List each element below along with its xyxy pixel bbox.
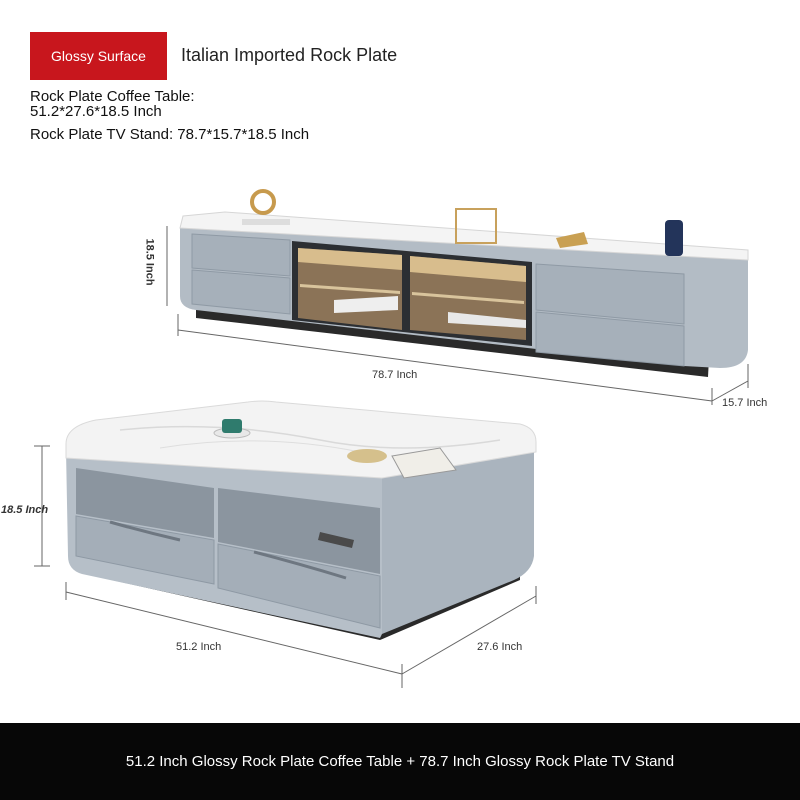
footer-banner: 51.2 Inch Glossy Rock Plate Coffee Table… [0,723,800,800]
coffee-table-image [34,400,537,688]
coffee-table-height-label: 18.5 Inch [1,504,49,516]
footer-text: 51.2 Inch Glossy Rock Plate Coffee Table… [125,753,675,770]
coffee-table-spec-label: Rock Plate Coffee Table: [30,88,195,105]
glossy-surface-badge: Glossy Surface [30,32,167,80]
tv-stand-width-label: 78.7 Inch [372,369,418,381]
tv-stand-spec: Rock Plate TV Stand: 78.7*15.7*18.5 Inch [30,126,310,143]
tv-stand-depth-label: 15.7 Inch [722,397,768,409]
tv-stand-height-label: 18.5 Inch [143,238,156,286]
subtitle: Italian Imported Rock Plate [181,45,398,65]
coffee-table-width-label: 51.2 Inch [176,641,222,653]
coffee-table-depth-label: 27.6 Inch [477,641,523,653]
tv-stand-image [166,189,749,405]
coffee-table-spec-size: 51.2*27.6*18.5 Inch [30,103,162,120]
